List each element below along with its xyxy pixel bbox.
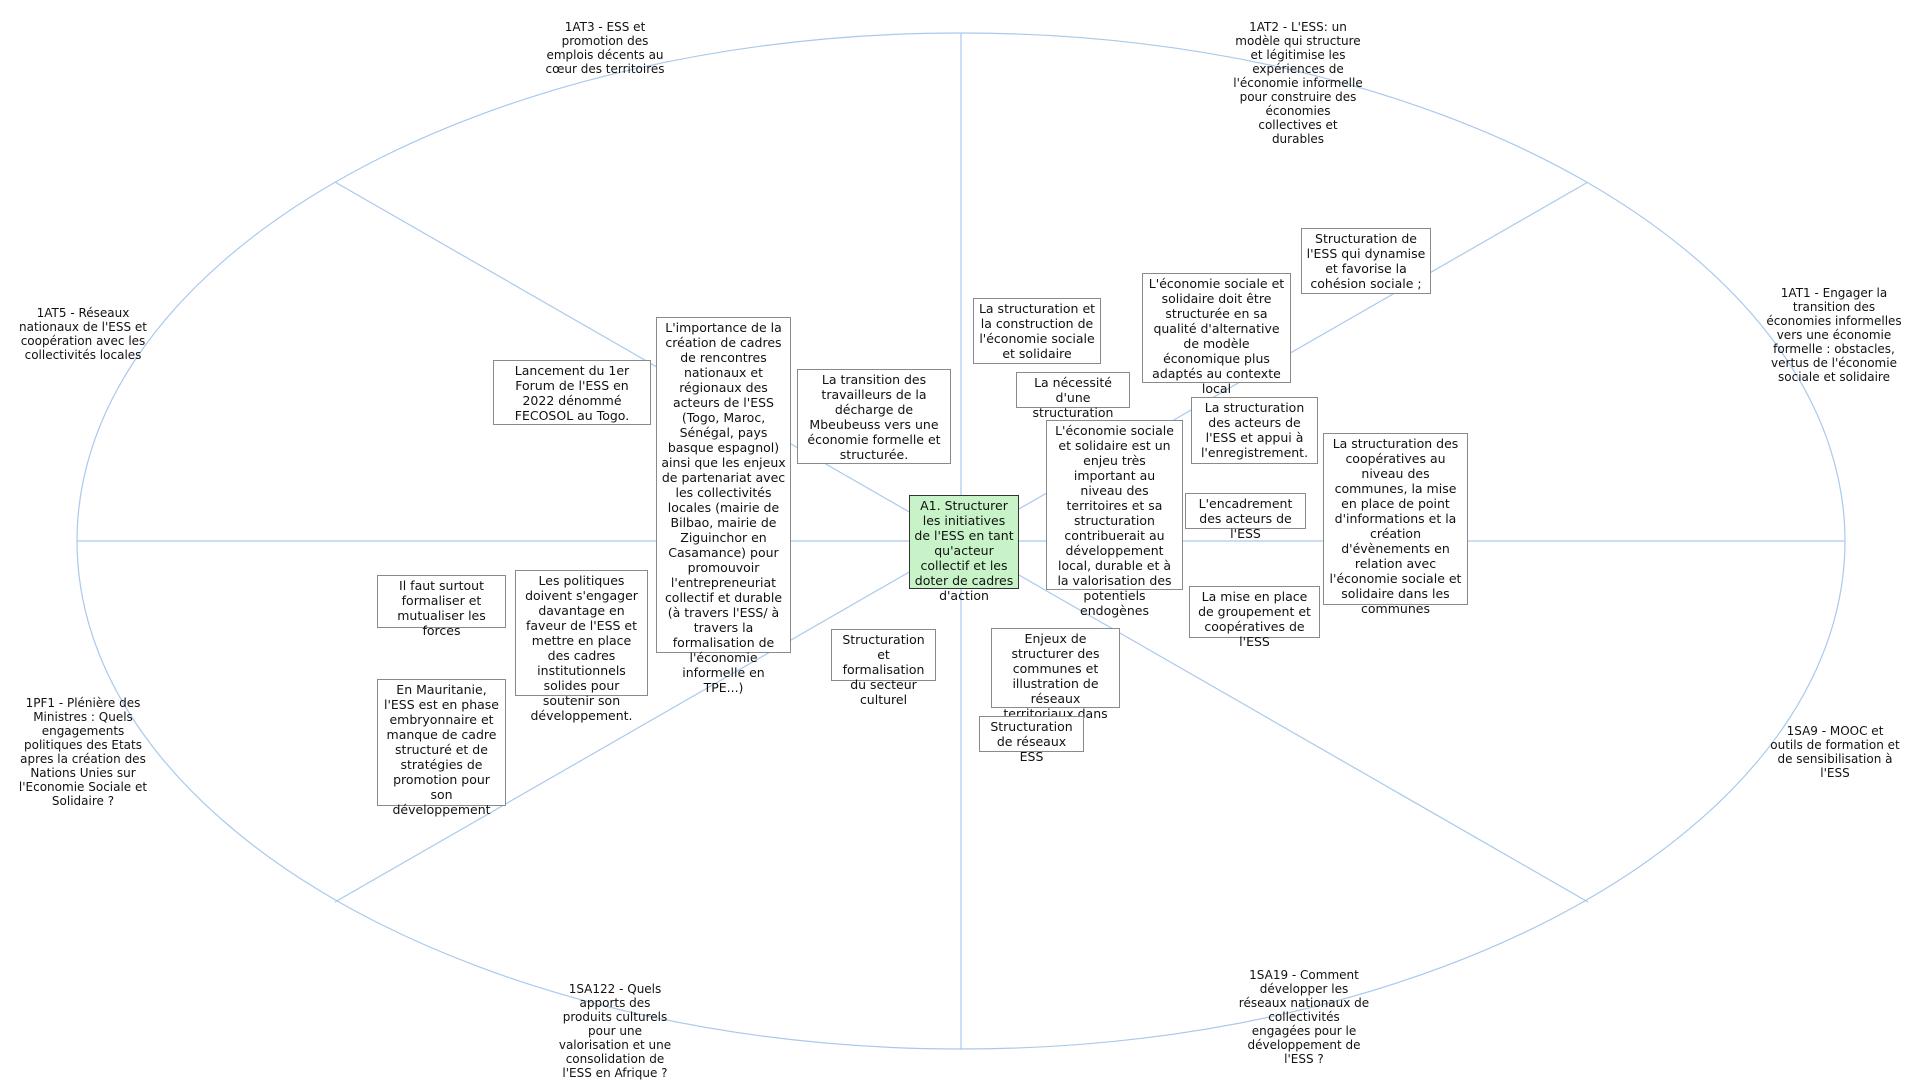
- label-1at1: 1AT1 - Engager la transition des économi…: [1766, 286, 1902, 384]
- box-encadrement: L'encadrement des acteurs de l'ESS: [1185, 493, 1306, 541]
- box-culturel: Structuration et formalisation du secteu…: [831, 629, 936, 707]
- central-node: A1. Structurer les initiatives de l'ESS …: [909, 495, 1019, 603]
- box-reseaux-ess: Structuration de réseaux ESS: [979, 716, 1084, 764]
- box-fecosol: Lancement du 1er Forum de l'ESS en 2022 …: [493, 360, 651, 425]
- box-cadres-nationaux: L'importance de la création de cadres de…: [656, 317, 791, 695]
- label-1sa19: 1SA19 - Comment développer les réseaux n…: [1238, 968, 1370, 1066]
- label-1pf1: 1PF1 - Plénière des Ministres : Quels en…: [18, 696, 148, 808]
- box-acteurs-enregistrement: La structuration des acteurs de l'ESS et…: [1191, 397, 1318, 464]
- box-alternative: L'économie sociale et solidaire doit êtr…: [1142, 273, 1291, 396]
- box-necessite: La nécessité d'une structuration: [1016, 372, 1130, 420]
- box-formaliser: Il faut surtout formaliser et mutualiser…: [377, 575, 506, 638]
- box-cohesion: Structuration de l'ESS qui dynamise et f…: [1301, 228, 1431, 294]
- label-1sa9: 1SA9 - MOOC et outils de formation et de…: [1770, 724, 1900, 780]
- box-enjeu-territoires: L'économie sociale et solidaire est un e…: [1046, 420, 1183, 618]
- label-1at3: 1AT3 - ESS et promotion des emplois déce…: [545, 20, 665, 76]
- label-1at2: 1AT2 - L'ESS: un modèle qui structure et…: [1233, 20, 1363, 146]
- box-mbeubeuss: La transition des travailleurs de la déc…: [797, 369, 951, 464]
- label-1sa122: 1SA122 - Quels apports des produits cult…: [558, 982, 672, 1080]
- box-politiques: Les politiques doivent s'engager davanta…: [515, 570, 648, 723]
- box-groupement: La mise en place de groupement et coopér…: [1189, 586, 1320, 649]
- box-mauritanie: En Mauritanie, l'ESS est en phase embryo…: [377, 679, 506, 817]
- box-communes-reseaux: Enjeux de structurer des communes et ill…: [991, 628, 1120, 736]
- label-1at5: 1AT5 - Réseaux nationaux de l'ESS et coo…: [19, 306, 147, 362]
- box-construction: La structuration et la construction de l…: [973, 298, 1101, 364]
- box-cooperatives-communes: La structuration des coopératives au niv…: [1323, 433, 1468, 616]
